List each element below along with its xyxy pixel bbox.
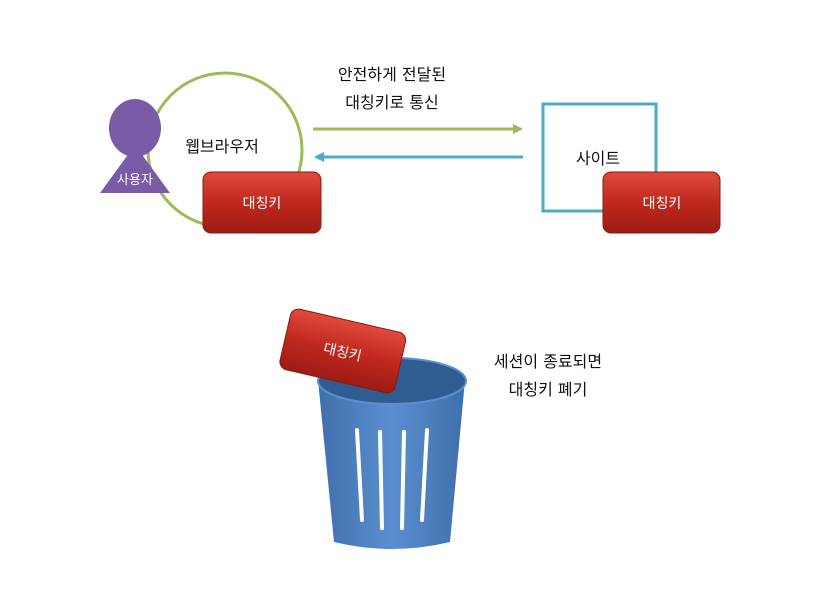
browser-key-label: 대칭키 [243,196,282,212]
trash-key: 대칭키 [279,308,407,394]
site-key-label: 대칭키 [643,196,682,212]
browser-key: 대칭키 [202,171,322,234]
session-caption-line-1: 세션이 종료되면 [494,352,602,371]
arrow-caption-line-1: 안전하게 전달된 [338,65,446,84]
arrow-caption-line-2: 대칭키로 통신 [345,93,438,112]
site-label: 사이트 [576,149,620,168]
site-key: 대칭키 [602,171,721,234]
user-icon [100,99,170,193]
session-caption-line-2: 대칭키 폐기 [509,380,588,399]
user-label: 사용자 [117,173,153,188]
browser-label: 웹브라우저 [185,137,259,156]
